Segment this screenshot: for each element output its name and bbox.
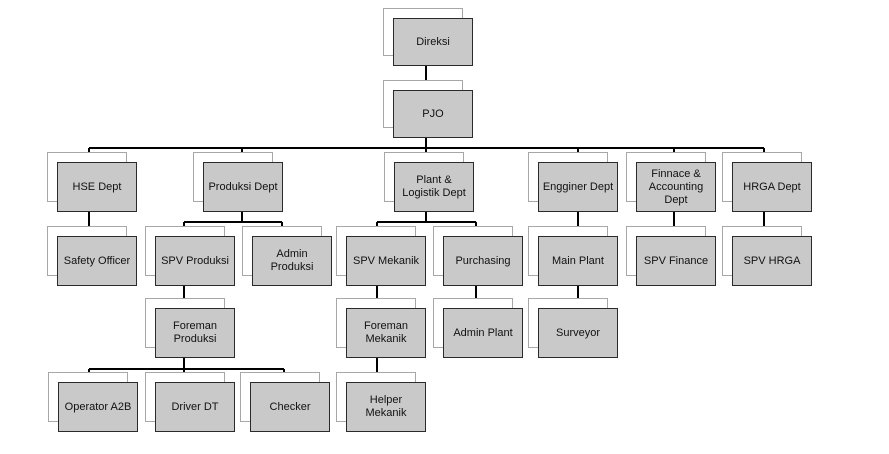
org-node-label: Foreman Produksi xyxy=(155,308,235,358)
org-node-label: Helper Mekanik xyxy=(346,382,426,432)
org-node-label: Admin Plant xyxy=(443,308,523,358)
org-node-spv-mekanik: SPV Mekanik xyxy=(336,226,426,286)
org-node-hse-dept: HSE Dept xyxy=(47,152,137,212)
org-node-label: Safety Officer xyxy=(57,236,137,286)
org-node-label: SPV Produksi xyxy=(155,236,235,286)
org-node-checker: Checker xyxy=(240,372,330,432)
org-node-label: SPV Finance xyxy=(636,236,716,286)
org-node-driver-dt: Driver DT xyxy=(145,372,235,432)
org-node-label: Surveyor xyxy=(538,308,618,358)
org-node-admin-produksi: Admin Produksi xyxy=(242,226,332,286)
org-node-label: SPV HRGA xyxy=(732,236,812,286)
org-node-label: Produksi Dept xyxy=(203,162,283,212)
org-node-finance-accounting-dept: Finnace & Accounting Dept xyxy=(626,152,716,212)
org-node-safety-officer: Safety Officer xyxy=(47,226,137,286)
org-node-label: Main Plant xyxy=(538,236,618,286)
org-node-spv-finance: SPV Finance xyxy=(626,226,716,286)
org-node-helper-mekanik: Helper Mekanik xyxy=(336,372,426,432)
org-node-surveyor: Surveyor xyxy=(528,298,618,358)
org-node-label: Direksi xyxy=(393,18,473,66)
org-node-spv-hrga: SPV HRGA xyxy=(722,226,812,286)
org-node-foreman-produksi: Foreman Produksi xyxy=(145,298,235,358)
org-node-label: HSE Dept xyxy=(57,162,137,212)
org-node-hrga-dept: HRGA Dept xyxy=(722,152,812,212)
org-node-plant-logistik-dept: Plant & Logistik Dept xyxy=(384,152,474,212)
org-node-spv-produksi: SPV Produksi xyxy=(145,226,235,286)
org-node-direksi: Direksi xyxy=(383,8,473,66)
org-node-label: Admin Produksi xyxy=(252,236,332,286)
org-node-operator-a2b: Operator A2B xyxy=(48,372,138,432)
org-node-label: HRGA Dept xyxy=(732,162,812,212)
org-node-label: SPV Mekanik xyxy=(346,236,426,286)
org-node-label: Finnace & Accounting Dept xyxy=(636,162,716,212)
org-node-label: Checker xyxy=(250,382,330,432)
org-node-label: Plant & Logistik Dept xyxy=(394,162,474,212)
org-node-label: Purchasing xyxy=(443,236,523,286)
org-node-label: Driver DT xyxy=(155,382,235,432)
org-node-engginer-dept: Engginer Dept xyxy=(528,152,618,212)
org-node-pjo: PJO xyxy=(383,80,473,138)
org-node-main-plant: Main Plant xyxy=(528,226,618,286)
org-node-purchasing: Purchasing xyxy=(433,226,523,286)
org-node-label: Engginer Dept xyxy=(538,162,618,212)
org-node-produksi-dept: Produksi Dept xyxy=(193,152,283,212)
org-node-label: Operator A2B xyxy=(58,382,138,432)
org-node-label: Foreman Mekanik xyxy=(346,308,426,358)
org-node-admin-plant: Admin Plant xyxy=(433,298,523,358)
org-node-label: PJO xyxy=(393,90,473,138)
org-node-foreman-mekanik: Foreman Mekanik xyxy=(336,298,426,358)
